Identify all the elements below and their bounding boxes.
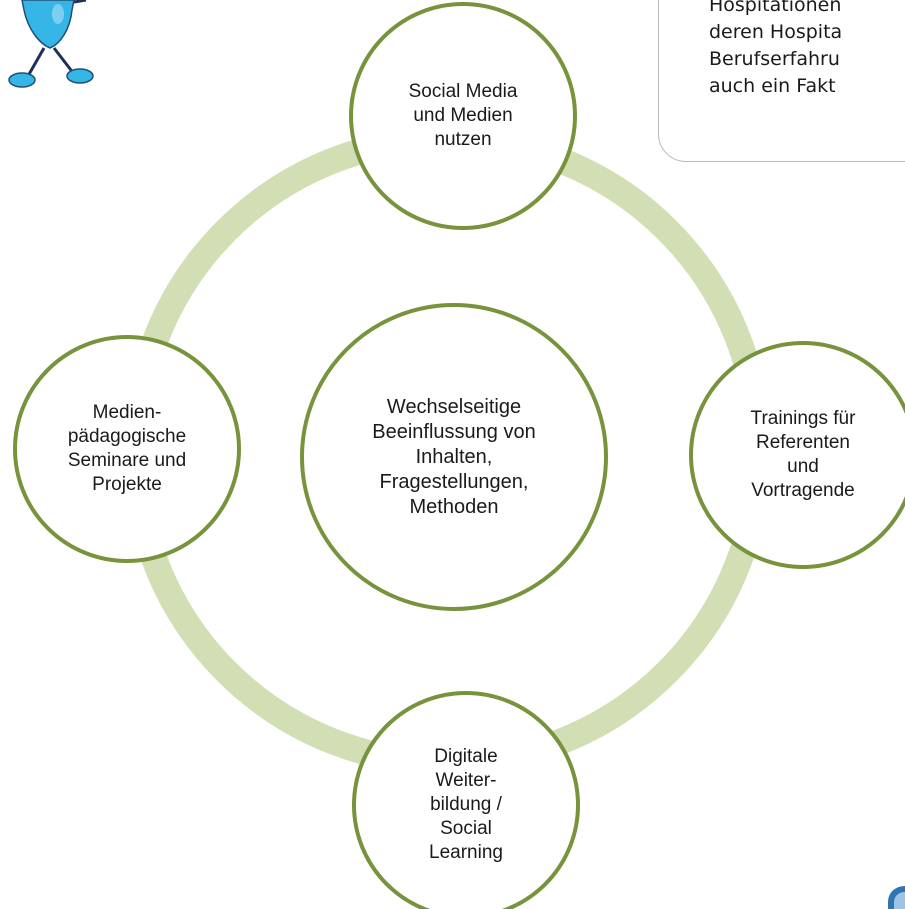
node-digitale-weiterbildung-label: Digitale Weiter- bildung / Social Learni… [429,746,503,863]
node-social-media-label: Social Media und Medien nutzen [408,81,518,150]
speech-bubble: Hospitationen deren Hospita Berufserfahr… [658,0,905,162]
speech-bubble-text: Hospitationen deren Hospita Berufserfahr… [709,0,842,100]
node-digitale-weiterbildung: Digitale Weiter- bildung / Social Learni… [352,691,580,909]
center-node: Wechselseitige Beeinflussung von Inhalte… [300,303,608,611]
blue-logo-icon [888,886,905,909]
speech-bubble-line: Hospitationen [709,0,842,16]
node-trainings-label: Trainings für Referenten und Vortragende [750,408,856,501]
node-trainings: Trainings für Referenten und Vortragende [689,341,905,569]
node-medienpaedagogik: Medien- pädagogische Seminare und Projek… [13,335,241,563]
speech-bubble-line: Berufserfahru [709,48,840,70]
center-node-label: Wechselseitige Beeinflussung von Inhalte… [372,395,536,518]
node-social-media: Social Media und Medien nutzen [349,2,577,230]
node-medienpaedagogik-label: Medien- pädagogische Seminare und Projek… [67,402,187,495]
cartoon-figure-icon [8,0,94,88]
speech-bubble-line: auch ein Fakt [709,75,836,97]
speech-bubble-line: deren Hospita [709,21,843,43]
